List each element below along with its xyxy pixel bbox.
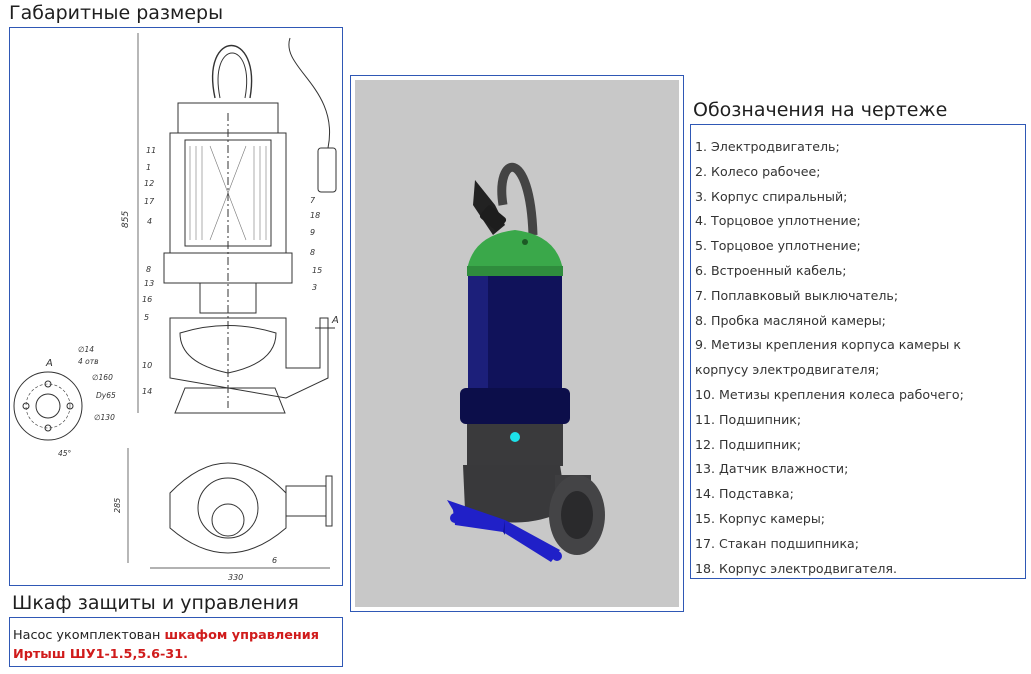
- legend-item: 13. Датчик влажности;: [695, 461, 849, 477]
- legend-heading: Обозначения на чертеже: [693, 99, 948, 121]
- svg-text:∅14: ∅14: [78, 345, 94, 354]
- svg-text:Dy65: Dy65: [96, 391, 116, 400]
- legend-item: 11. Подшипник;: [695, 411, 802, 427]
- legend-item: 17. Стакан подшипника;: [695, 535, 860, 551]
- svg-text:9: 9: [310, 228, 315, 237]
- legend-item: корпусу электродвигателя;: [695, 362, 880, 378]
- legend-item: 3. Корпус спиральный;: [695, 188, 848, 204]
- dimensions-heading: Габаритные размеры: [9, 2, 224, 24]
- svg-text:4 отв: 4 отв: [78, 357, 99, 366]
- svg-text:6: 6: [272, 556, 277, 565]
- legend-item: 12. Подшипник;: [695, 436, 802, 452]
- legend-item: 6. Встроенный кабель;: [695, 262, 847, 278]
- svg-text:330: 330: [228, 573, 243, 582]
- svg-text:14: 14: [142, 387, 152, 396]
- svg-text:1: 1: [146, 163, 151, 172]
- cabinet-note: Насос укомплектован шкафом управления Ир…: [9, 617, 343, 667]
- svg-text:А: А: [45, 358, 53, 369]
- svg-text:855: 855: [121, 211, 131, 228]
- svg-text:4: 4: [147, 217, 152, 226]
- svg-text:12: 12: [144, 179, 154, 188]
- legend-item: 9. Метизы крепления корпуса камеры к: [695, 337, 961, 353]
- svg-text:18: 18: [310, 211, 320, 220]
- cabinet-heading: Шкаф защиты и управления: [12, 592, 299, 614]
- legend-list: 1. Электродвигатель; 2. Колесо рабочее; …: [695, 135, 1025, 581]
- svg-text:7: 7: [310, 196, 316, 205]
- svg-text:10: 10: [142, 361, 152, 370]
- legend-item: 10. Метизы крепления колеса рабочего;: [695, 386, 964, 402]
- legend-panel: 1. Электродвигатель; 2. Колесо рабочее; …: [690, 124, 1026, 579]
- legend-item: 4. Торцовое уплотнение;: [695, 213, 861, 229]
- legend-item: 14. Подставка;: [695, 486, 794, 502]
- pump-photo-frame: [350, 75, 684, 612]
- svg-text:11: 11: [146, 146, 156, 155]
- legend-item: 15. Корпус камеры;: [695, 510, 826, 526]
- svg-text:15: 15: [312, 266, 322, 275]
- svg-text:А: А: [331, 315, 339, 326]
- svg-text:17: 17: [144, 197, 155, 206]
- legend-item: 8. Пробка масляной камеры;: [695, 312, 886, 328]
- pump-photo: [355, 80, 679, 607]
- svg-text:5: 5: [144, 313, 149, 322]
- legend-item: 7. Поплавковый выключатель;: [695, 287, 899, 303]
- cabinet-text: Насос укомплектован: [13, 628, 165, 643]
- svg-text:16: 16: [142, 295, 152, 304]
- svg-text:45°: 45°: [58, 449, 72, 458]
- cabinet-link[interactable]: шкафом управления Иртыш ШУ1-1.5,5.6-31.: [13, 628, 319, 662]
- legend-item: 18. Корпус электродвигателя.: [695, 560, 897, 576]
- legend-item: 5. Торцовое уплотнение;: [695, 238, 861, 254]
- svg-text:∅130: ∅130: [94, 413, 115, 422]
- svg-text:8: 8: [146, 265, 151, 274]
- svg-text:∅160: ∅160: [92, 373, 113, 382]
- pump-render: [447, 162, 605, 562]
- svg-text:285: 285: [113, 498, 122, 513]
- svg-text:13: 13: [144, 279, 154, 288]
- svg-text:8: 8: [310, 248, 315, 257]
- legend-item: 1. Электродвигатель;: [695, 139, 840, 154]
- legend-item: 2. Колесо рабочее;: [695, 163, 821, 179]
- svg-text:3: 3: [312, 283, 317, 292]
